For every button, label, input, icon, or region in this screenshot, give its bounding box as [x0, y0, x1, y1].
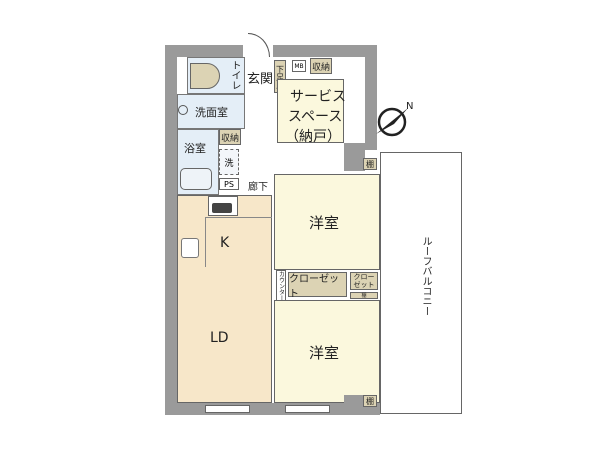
service-space: [277, 79, 344, 143]
stove-icon: [212, 203, 232, 213]
wall-right: [365, 45, 377, 150]
closet: クローゼット: [288, 272, 347, 300]
shelf-2: 棚: [350, 292, 378, 299]
toilet-icon: [190, 63, 220, 89]
bathtub-icon: [180, 168, 212, 190]
compass-icon: N: [376, 101, 413, 137]
washroom: [177, 94, 245, 129]
wall-left: [165, 45, 177, 415]
entrance-label: 玄関: [247, 72, 274, 87]
window-ld: [205, 405, 250, 413]
column: [344, 143, 365, 171]
meter-box: MB: [292, 60, 306, 72]
ld-label: LD: [210, 330, 229, 346]
western-room-2: [274, 300, 380, 403]
washroom-label: 洗面室: [195, 106, 228, 119]
service-space-label-2: スペース: [288, 109, 343, 125]
western-room-1: [274, 174, 380, 270]
pipe-space: PS: [219, 178, 239, 190]
sink-icon-kitchen: [181, 238, 199, 258]
kitchen-counter: [205, 217, 272, 267]
roof-balcony: [380, 152, 462, 414]
shelf-3: 棚: [363, 395, 377, 407]
window-room2: [285, 405, 330, 413]
sink-icon: [178, 105, 188, 115]
toilet-label: トイレ: [229, 60, 240, 90]
washer-space: 洗: [219, 149, 239, 175]
service-space-label-3: （納戸）: [285, 129, 341, 145]
counter: カウンター: [276, 270, 286, 302]
western-room-2-label: 洋室: [309, 344, 340, 362]
shelf-1: 棚: [363, 158, 377, 170]
service-space-label-1: サービス: [290, 89, 346, 105]
storage-1: 収納: [310, 58, 332, 74]
balcony-label: ルーフバルコニー: [420, 236, 431, 316]
column-2: [344, 395, 364, 415]
storage-2: 収納: [219, 129, 241, 145]
western-room-1-label: 洋室: [309, 214, 340, 232]
living-dining-kitchen: [177, 195, 272, 403]
closet-small: クロー ゼット: [350, 272, 378, 290]
kitchen-label: K: [220, 235, 230, 251]
hall-label: 廊下: [248, 182, 268, 193]
bath-label: 浴室: [184, 142, 206, 155]
compass-label: N: [406, 101, 413, 112]
